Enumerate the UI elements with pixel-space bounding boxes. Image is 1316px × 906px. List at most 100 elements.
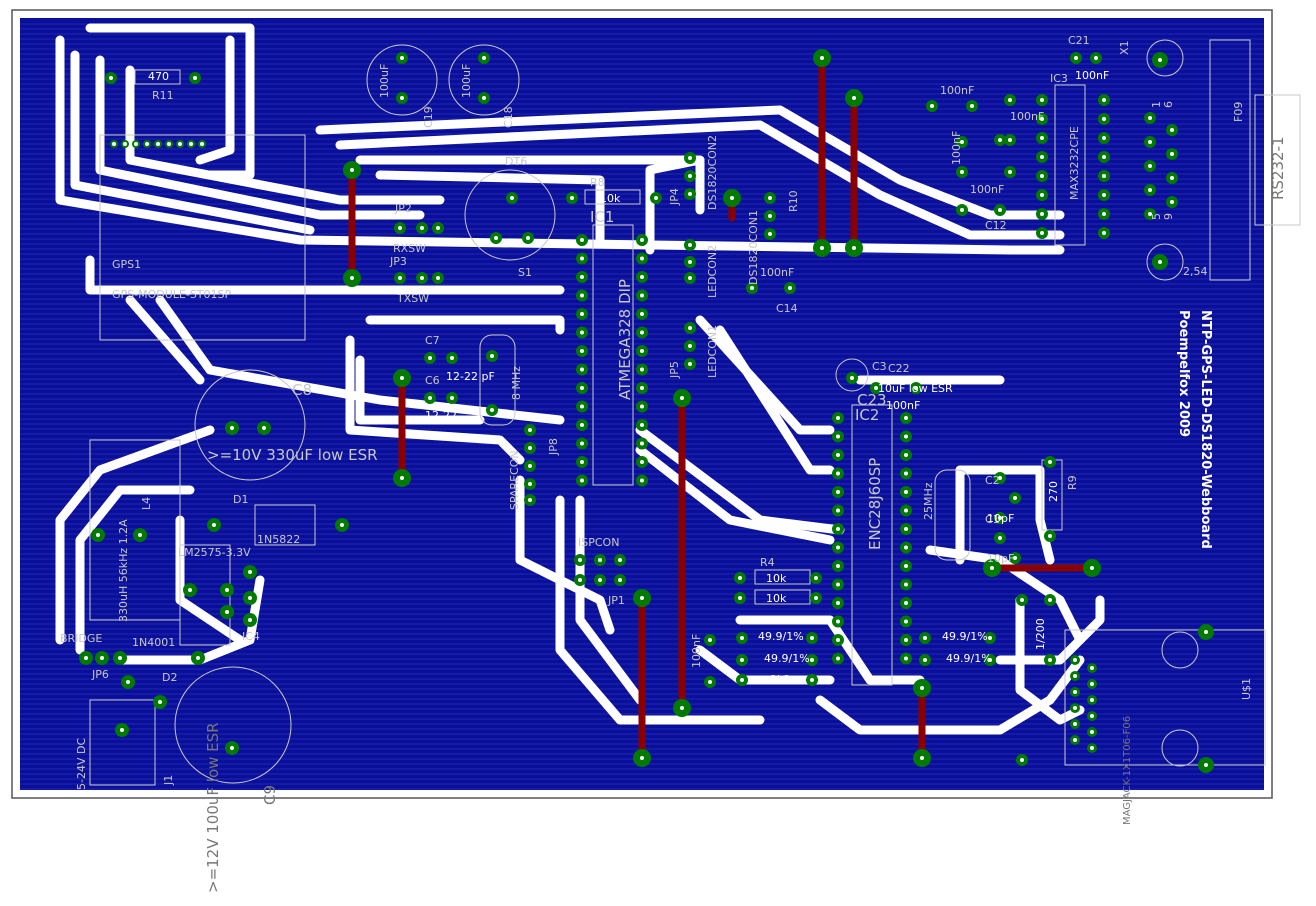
l4-value: 330uH 56kHz 1.2A bbox=[117, 519, 130, 622]
pad-drill bbox=[688, 243, 692, 247]
pad-drill bbox=[96, 533, 100, 537]
pad-drill bbox=[998, 516, 1002, 520]
pad-drill bbox=[998, 138, 1002, 142]
ic4-value: LM2575-3.3V bbox=[178, 546, 251, 559]
pad-drill bbox=[1020, 598, 1024, 602]
rxsw-label: RXSW bbox=[393, 242, 426, 255]
pad-drill bbox=[740, 636, 744, 640]
pad-drill bbox=[740, 678, 744, 682]
jp2-label: JP2 bbox=[394, 202, 412, 215]
c1-label: C1 bbox=[985, 513, 1000, 526]
c13-value: 100nF bbox=[970, 183, 1004, 196]
pad-drill bbox=[528, 464, 532, 468]
pad-drill bbox=[436, 276, 440, 280]
pad-drill bbox=[1102, 155, 1106, 159]
pad-drill bbox=[914, 386, 918, 390]
pad-drill bbox=[188, 588, 192, 592]
pad-drill bbox=[820, 246, 824, 250]
pad-drill bbox=[262, 426, 266, 430]
pad-drill bbox=[680, 396, 684, 400]
pad-drill bbox=[1148, 188, 1152, 192]
pad-drill bbox=[189, 142, 193, 146]
pad-drill bbox=[836, 545, 840, 550]
pad-drill bbox=[578, 578, 582, 582]
r-49-b: 49.9/1% bbox=[764, 652, 810, 665]
c6-value: 12-22 bbox=[425, 409, 457, 422]
pad-drill bbox=[156, 142, 160, 146]
c7-value: 12-22 pF bbox=[446, 370, 495, 383]
q2-outline bbox=[934, 469, 971, 561]
x1-label: X1 bbox=[1118, 40, 1131, 55]
ic4-label: IC4 bbox=[242, 630, 260, 643]
pad-drill bbox=[814, 596, 818, 600]
c22-label: C22 bbox=[888, 362, 910, 375]
pad-drill bbox=[990, 566, 994, 570]
c8-value: >=10V 330uF low ESR bbox=[207, 446, 378, 464]
pad-drill bbox=[1102, 231, 1106, 235]
pad-drill bbox=[740, 658, 744, 662]
bridge-label: BRIDGE bbox=[60, 632, 102, 645]
pad-drill bbox=[738, 596, 742, 600]
r-49-c: 49.9/1% bbox=[942, 630, 988, 643]
d1-outline bbox=[254, 504, 316, 546]
pad-drill bbox=[118, 656, 122, 660]
db9-outline bbox=[1209, 39, 1251, 281]
pad-drill bbox=[688, 362, 692, 366]
r4-label: R4 bbox=[760, 556, 775, 569]
pad-drill bbox=[1102, 117, 1106, 121]
pad-drill bbox=[1040, 155, 1044, 159]
pad-drill bbox=[248, 618, 252, 622]
pad-drill bbox=[836, 453, 840, 457]
pad-drill bbox=[230, 746, 234, 750]
sub-pin-5: 5 bbox=[1150, 213, 1163, 220]
pad-drill bbox=[225, 610, 229, 614]
pad-drill bbox=[526, 236, 530, 240]
c19-value: 100uF bbox=[378, 64, 391, 98]
pad-drill bbox=[1020, 758, 1024, 762]
magjack-label: MAGJACK-1X1T06-F06 bbox=[1122, 716, 1133, 825]
pad-drill bbox=[836, 564, 840, 568]
r5-outline bbox=[754, 589, 811, 605]
j1-value: 5-24V DC bbox=[75, 738, 88, 790]
pad-drill bbox=[580, 293, 584, 298]
r-1-200: 1/200 bbox=[1034, 618, 1047, 650]
pad-drill bbox=[428, 356, 432, 360]
pad-drill bbox=[1090, 666, 1094, 670]
q1-value: 8 MHz bbox=[510, 366, 523, 400]
pad-drill bbox=[1204, 763, 1208, 767]
r5-value: 10k bbox=[766, 592, 787, 605]
pad-drill bbox=[768, 196, 772, 200]
pad-drill bbox=[988, 658, 992, 662]
c2-label: C2 bbox=[985, 474, 1000, 487]
pad-drill bbox=[904, 619, 908, 624]
pad-drill bbox=[874, 386, 878, 390]
ic2-outline bbox=[851, 404, 893, 686]
q2-value: 25MHz bbox=[922, 482, 935, 520]
pad-drill bbox=[1073, 738, 1077, 742]
pad-drill bbox=[920, 756, 924, 760]
r-49-a: 49.9/1% bbox=[758, 630, 804, 643]
pad-drill bbox=[810, 658, 814, 662]
r4-value: 10k bbox=[766, 572, 787, 585]
gps1-label: GPS1 bbox=[112, 258, 141, 271]
pad-drill bbox=[1158, 58, 1162, 62]
pad-drill bbox=[640, 423, 644, 427]
d2-label: D2 bbox=[162, 671, 177, 684]
pad-drill bbox=[836, 527, 840, 531]
pad-drill bbox=[768, 232, 772, 236]
pad-drill bbox=[688, 326, 692, 330]
pad-drill bbox=[836, 638, 840, 642]
r8-outline bbox=[584, 189, 641, 205]
c3-outline bbox=[835, 358, 869, 392]
silkscreen-outlines bbox=[89, 39, 1301, 786]
c3-label: C3 bbox=[872, 360, 887, 373]
r11-value: 470 bbox=[148, 70, 169, 83]
pad-drill bbox=[450, 356, 454, 360]
credit-label: Poempelfox 2009 bbox=[1176, 310, 1191, 437]
pad-drill bbox=[120, 728, 124, 732]
pad-drill bbox=[1040, 193, 1044, 197]
db9-hole-2 bbox=[1146, 243, 1184, 281]
pad-drill bbox=[1170, 176, 1174, 180]
pad-drill bbox=[580, 349, 584, 353]
